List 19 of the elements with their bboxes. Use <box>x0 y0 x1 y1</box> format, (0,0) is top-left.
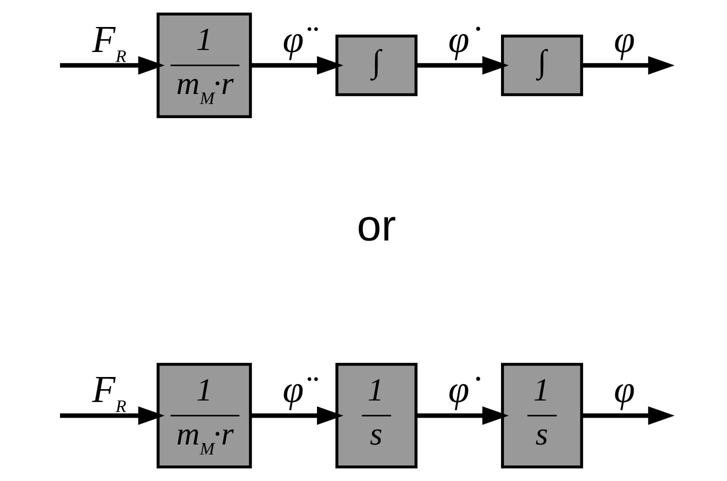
edge-label: F$_{R}$ <box>92 369 126 416</box>
node-box: 1 s <box>334 362 417 468</box>
arrow <box>250 56 343 75</box>
arrow <box>60 56 164 75</box>
edge-label: φ <box>613 369 634 412</box>
node-box: 1 m$_{M}$·r <box>156 362 252 468</box>
label: or <box>356 202 396 250</box>
arrow <box>60 406 164 425</box>
arrow <box>250 406 343 425</box>
node-box: ∫ <box>334 34 417 96</box>
arrow <box>582 406 674 425</box>
arrow <box>582 56 674 75</box>
arrow <box>416 56 508 75</box>
node-box: 1 s <box>500 362 583 468</box>
arrow <box>416 406 508 425</box>
edge-label: φ <box>613 18 634 61</box>
node-box: ∫ <box>500 34 583 96</box>
node-box: 1 m$_{M}$·r <box>156 12 252 118</box>
edge-label: F$_{R}$ <box>92 18 126 66</box>
